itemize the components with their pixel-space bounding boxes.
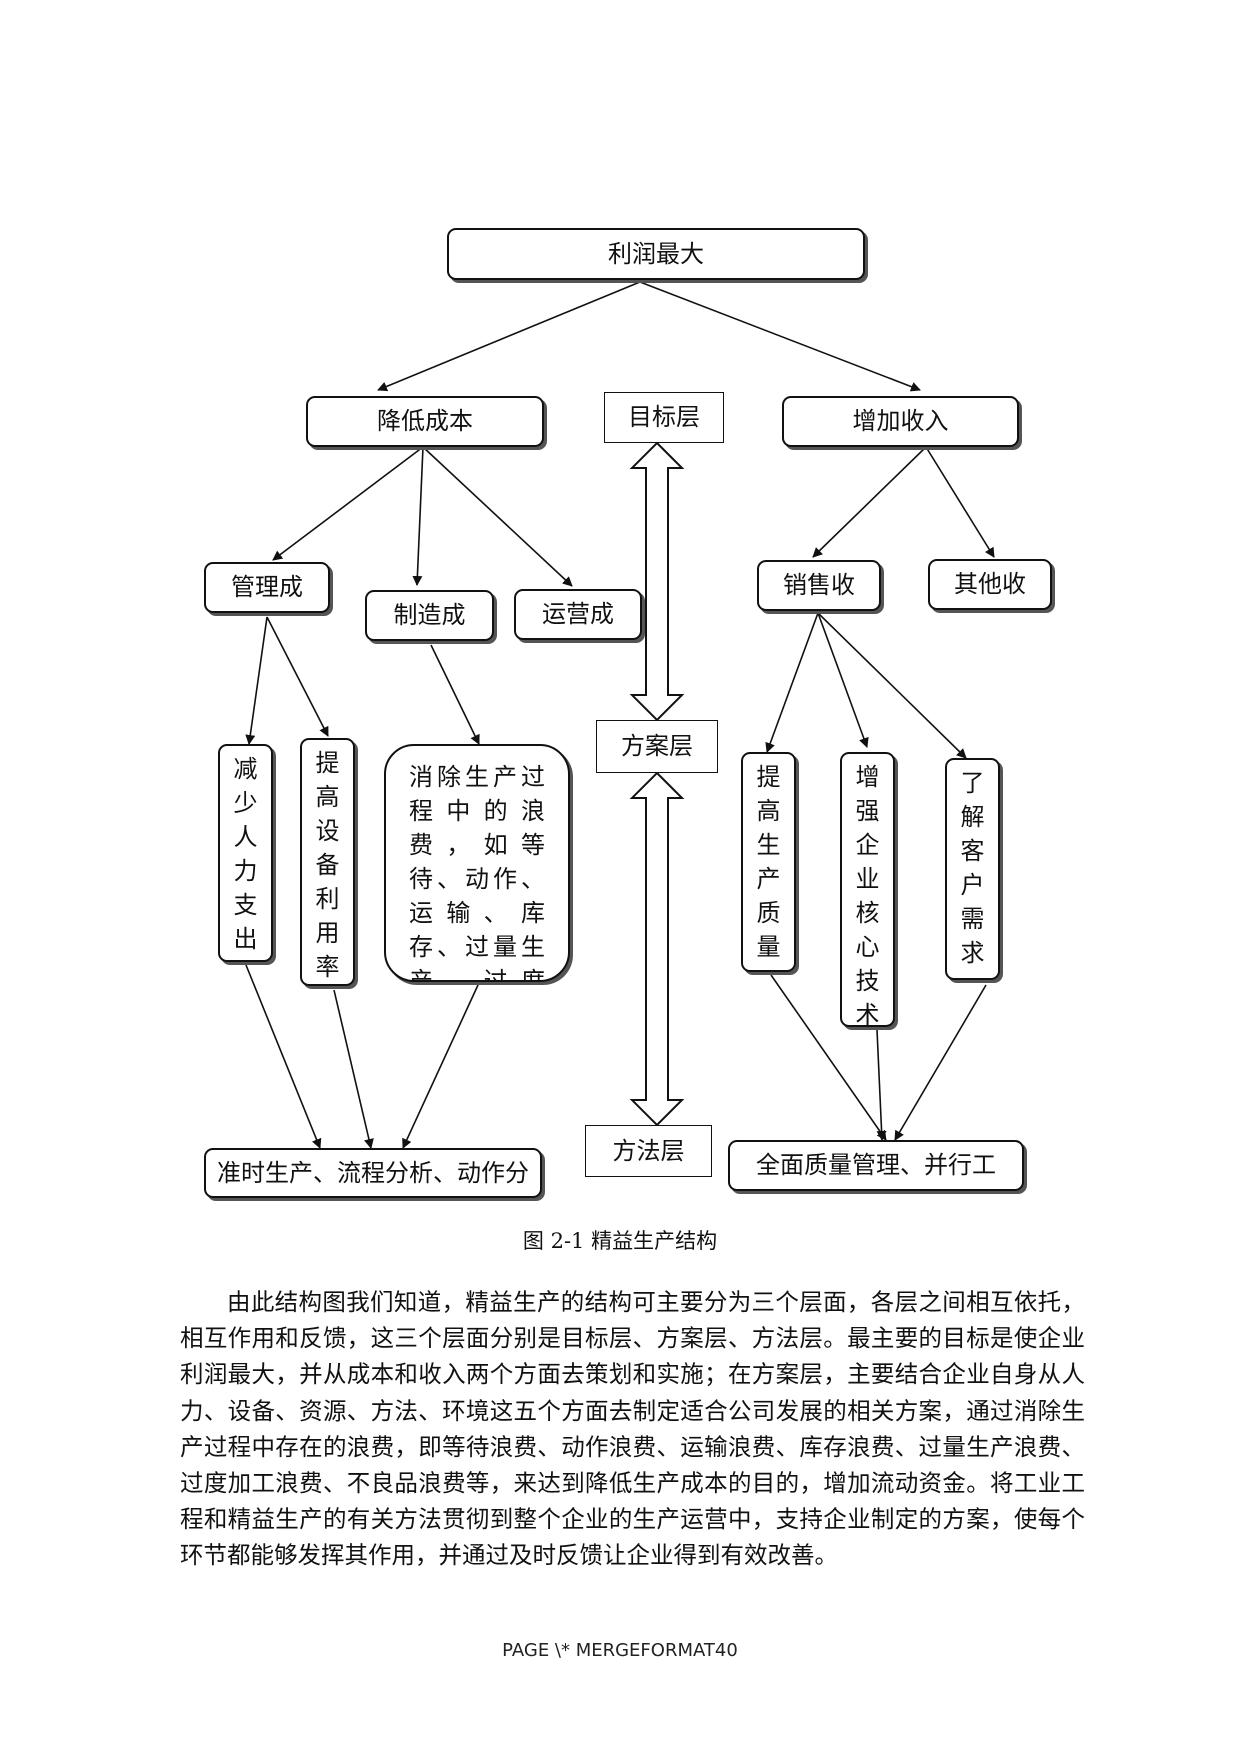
node-reduce-cost: 降低成本 <box>306 396 544 447</box>
node-increase-income-label: 增加收入 <box>852 407 949 436</box>
node-ops-cost: 运营成 <box>514 589 642 640</box>
lean-production-diagram: 利润最大 降低成本 增加收入 目标层 方案层 方法层 管理成 制造成 运营成 销… <box>204 228 1052 1198</box>
node-increase-income: 增加收入 <box>782 396 1019 447</box>
layer-goal-label: 目标层 <box>628 403 700 432</box>
node-mgmt-cost: 管理成 <box>204 562 330 613</box>
node-sales-income: 销售收 <box>757 560 881 611</box>
node-sales-income-label: 销售收 <box>783 571 855 600</box>
node-method-right-label: 全面质量管理、并行工 <box>756 1151 996 1180</box>
layer-method-label: 方法层 <box>612 1136 685 1165</box>
node-equip-util-label: 提高设备利用率 <box>315 749 340 981</box>
node-eliminate-waste-label: 消除生产过程中的浪费，如等待、动作、运输、库存、过量生产、过度 <box>409 763 545 982</box>
node-top-goal: 利润最大 <box>447 228 865 280</box>
node-quality-label: 提高生产质量 <box>756 763 781 961</box>
layer-goal: 目标层 <box>604 392 724 443</box>
node-reduce-labor-label: 减少人力支出 <box>233 755 258 953</box>
node-customer-label: 了解客户需求 <box>960 769 985 967</box>
node-equip-util: 提高设备利用率 <box>300 738 355 986</box>
body-paragraph: 由此结构图我们知道，精益生产的结构可主要分为三个层面，各层之间相互依托，相互作用… <box>180 1288 1085 1570</box>
node-mgmt-cost-label: 管理成 <box>231 573 303 602</box>
node-other-income-label: 其他收 <box>954 570 1026 599</box>
layer-plan: 方案层 <box>596 720 718 773</box>
node-quality: 提高生产质量 <box>741 752 796 972</box>
node-method-left-label: 准时生产、流程分析、动作分 <box>217 1158 529 1187</box>
node-method-right: 全面质量管理、并行工 <box>728 1140 1024 1191</box>
node-ops-cost-label: 运营成 <box>542 600 614 629</box>
node-other-income: 其他收 <box>928 559 1052 610</box>
node-customer: 了解客户需求 <box>945 758 1000 980</box>
node-eliminate-waste: 消除生产过程中的浪费，如等待、动作、运输、库存、过量生产、过度 <box>384 744 570 982</box>
node-mfg-cost-label: 制造成 <box>393 601 466 630</box>
layer-plan-label: 方案层 <box>621 732 693 761</box>
node-reduce-cost-label: 降低成本 <box>377 407 473 436</box>
page-footer-field: PAGE \* MERGEFORMAT40 <box>502 1640 738 1661</box>
node-reduce-labor: 减少人力支出 <box>218 744 273 962</box>
node-core-tech: 增强企业核心技术 <box>840 752 895 1027</box>
figure-caption: 图 2-1 精益生产结构 <box>522 1229 718 1253</box>
node-mfg-cost: 制造成 <box>365 590 494 641</box>
node-core-tech-label: 增强企业核心技术 <box>855 763 880 1027</box>
node-method-left: 准时生产、流程分析、动作分 <box>204 1148 542 1198</box>
diagram-connectors <box>245 281 995 1149</box>
layer-method: 方法层 <box>585 1125 712 1177</box>
node-top-goal-label: 利润最大 <box>608 239 704 268</box>
